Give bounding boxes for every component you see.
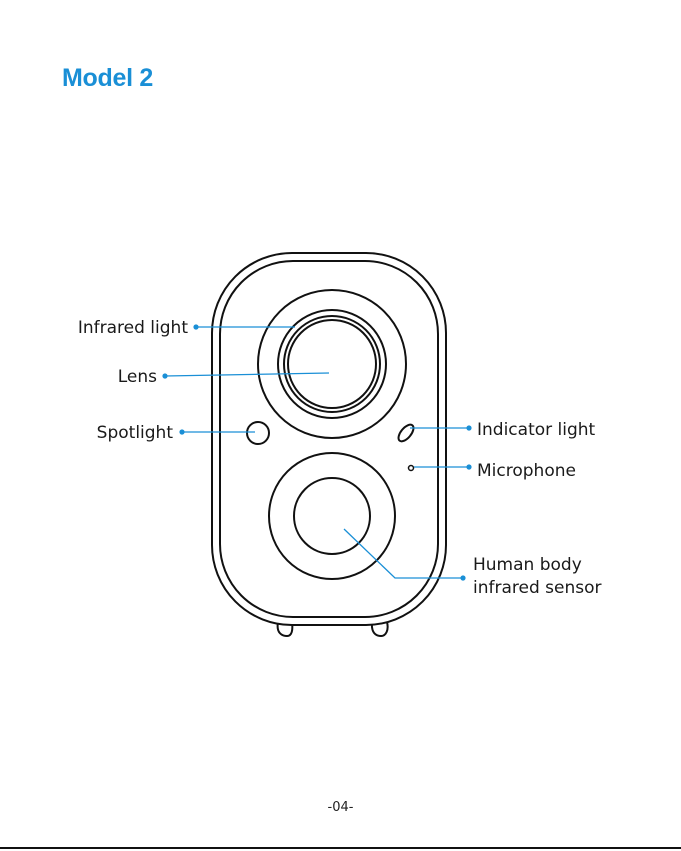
label-microphone: Microphone xyxy=(477,461,576,481)
label-lens: Lens xyxy=(118,367,157,387)
page-number: -04- xyxy=(0,800,681,815)
label-indicator-light: Indicator light xyxy=(477,420,596,440)
bottom-rule xyxy=(0,847,681,849)
label-spotlight: Spotlight xyxy=(97,423,174,443)
label-pir-sensor-line1: Human body xyxy=(473,555,582,575)
label-pir-sensor-line2: infrared sensor xyxy=(473,578,602,598)
label-infrared-light: Infrared light xyxy=(78,318,188,338)
